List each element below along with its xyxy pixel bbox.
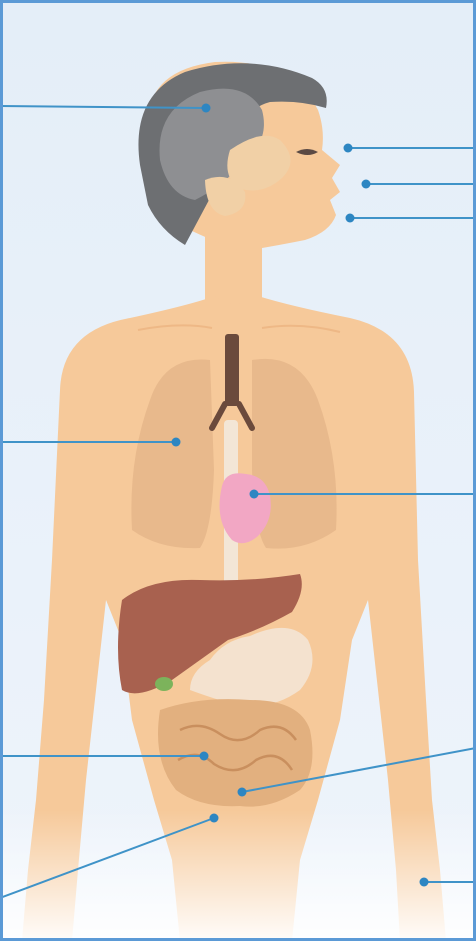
appendix-leader-dot <box>238 788 247 797</box>
gallbladder-icon <box>155 677 173 691</box>
heart-leader-dot <box>250 490 259 499</box>
lung-leader-dot <box>172 438 181 447</box>
trachea-icon <box>225 334 239 406</box>
intestines-icon <box>158 699 312 807</box>
intestine-leader-dot <box>200 752 209 761</box>
brain-leader-dot <box>202 104 211 113</box>
lower-body-fade <box>0 810 476 941</box>
mouth-leader-dot <box>346 214 355 223</box>
eye-leader-dot <box>344 144 353 153</box>
bladder-leader-dot <box>210 814 219 823</box>
hand-leader-dot <box>420 878 429 887</box>
nose-leader-dot <box>362 180 371 189</box>
